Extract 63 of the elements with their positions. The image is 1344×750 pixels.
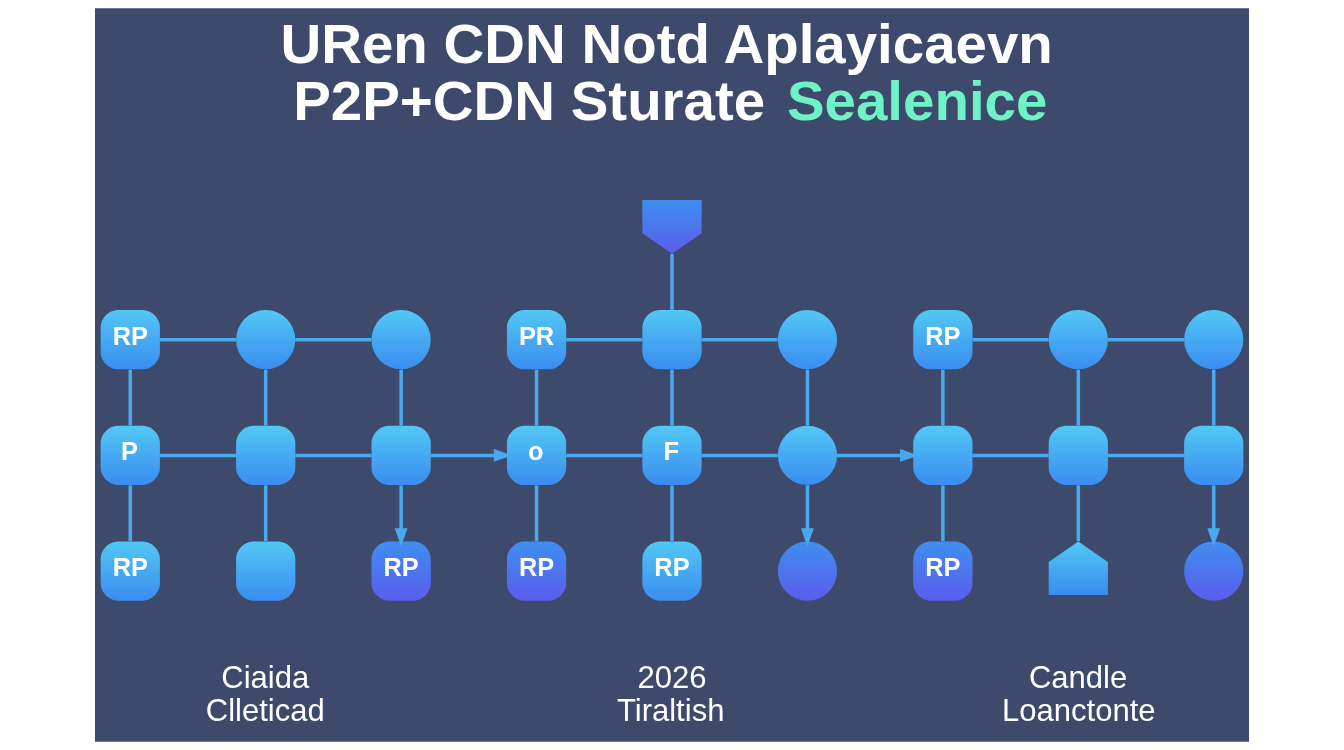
node-box: PR: [506, 310, 567, 370]
diagram-title: URen CDN Notd Aplayicaevn P2P+CDN Sturate Sealenice: [280, 12, 1053, 132]
label: 2026 Tiraltish: [616, 659, 725, 729]
node-box: [236, 425, 296, 486]
connector: [263, 485, 268, 542]
connector: [295, 337, 372, 342]
connector: [1107, 337, 1184, 342]
connector: [566, 337, 643, 342]
connector: [941, 485, 945, 542]
node-circle: [371, 310, 431, 370]
connector: [1211, 369, 1216, 426]
node-box: [1184, 425, 1244, 486]
node-circle: [1184, 310, 1244, 370]
node-box: [371, 425, 431, 486]
connector: [1107, 453, 1184, 458]
connector: [1076, 485, 1081, 542]
arrow: [1207, 485, 1221, 547]
connector: [128, 369, 133, 426]
connector: [670, 369, 674, 426]
connector: [534, 369, 539, 426]
connector: [263, 369, 268, 426]
label: Candle Loanctonte: [1002, 659, 1156, 729]
node-circle: [777, 541, 838, 601]
connector: [1076, 369, 1081, 426]
connector: [972, 337, 1049, 342]
node-box: RP: [642, 541, 702, 601]
connector: [805, 369, 810, 426]
node-box: RP: [506, 541, 567, 601]
connector: [534, 485, 539, 542]
node-bell: [1048, 541, 1108, 596]
connector: [295, 453, 372, 458]
connector: [128, 485, 133, 542]
node-circle: [777, 310, 838, 370]
node-box: [913, 425, 973, 486]
node-box: [236, 541, 296, 601]
connector: [701, 453, 778, 458]
node-box: [642, 310, 702, 370]
connector: [670, 253, 674, 310]
node-box: [1048, 425, 1108, 486]
node-circle: [1184, 541, 1244, 601]
connector: [159, 453, 236, 458]
node-shield: [642, 200, 702, 254]
connector: [701, 337, 778, 342]
connector: [941, 369, 945, 426]
node-circle: [777, 425, 838, 486]
node-box: P: [100, 425, 160, 486]
connector: [972, 453, 1049, 458]
connector: [399, 369, 403, 426]
connector: [566, 453, 643, 458]
node-box: RP: [371, 541, 431, 601]
node-box: RP: [913, 541, 973, 601]
arrow: [801, 485, 814, 547]
node-circle: [1048, 310, 1108, 370]
node-box: RP: [100, 310, 160, 370]
arrow: [394, 485, 408, 547]
connector: [670, 485, 674, 542]
label: Ciaida Clleticad: [205, 659, 325, 729]
node-circle: [236, 310, 296, 370]
node-box: o: [506, 425, 567, 486]
node-box: F: [642, 425, 702, 486]
node-box: RP: [100, 541, 160, 601]
connector: [159, 337, 236, 342]
node-box: RP: [913, 310, 973, 370]
